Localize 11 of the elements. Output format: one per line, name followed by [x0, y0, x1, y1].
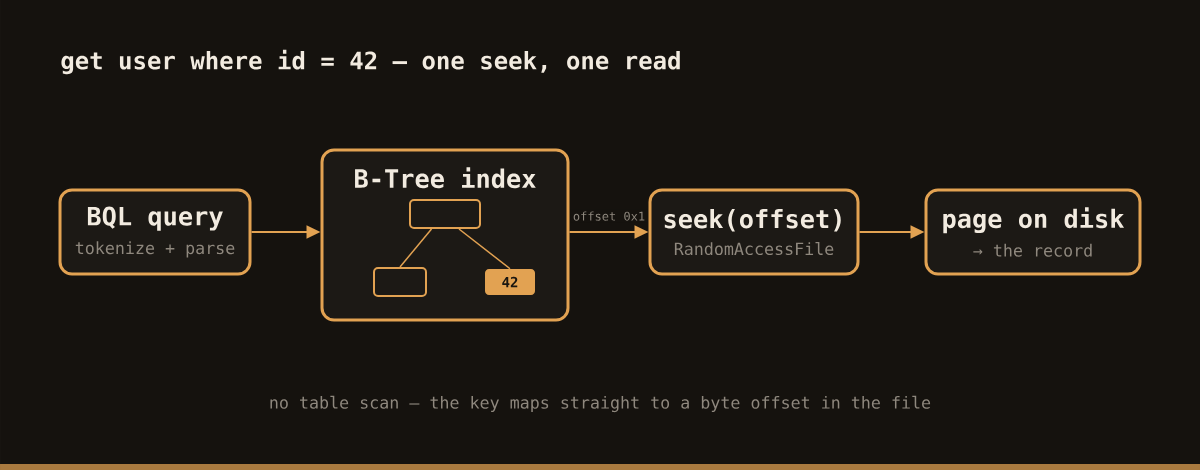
tree-node-box: [373, 267, 427, 297]
edge-label: offset 0x1: [570, 209, 648, 223]
process-box: page on disk → the record: [924, 188, 1142, 276]
tree-node-box: [409, 199, 481, 229]
tree-branch-line: [458, 228, 511, 270]
caption: no table scan — the key maps straight to a byte offset in the file: [270, 395, 931, 413]
tree-branch-line: [399, 228, 433, 268]
key-tile: 42: [485, 269, 535, 295]
process-box: seek(offset) RandomAccessFile: [648, 188, 860, 276]
title: get user where id = 42 — one seek, one read: [61, 49, 680, 75]
process-box: BQL query tokenize + parse: [58, 188, 252, 276]
